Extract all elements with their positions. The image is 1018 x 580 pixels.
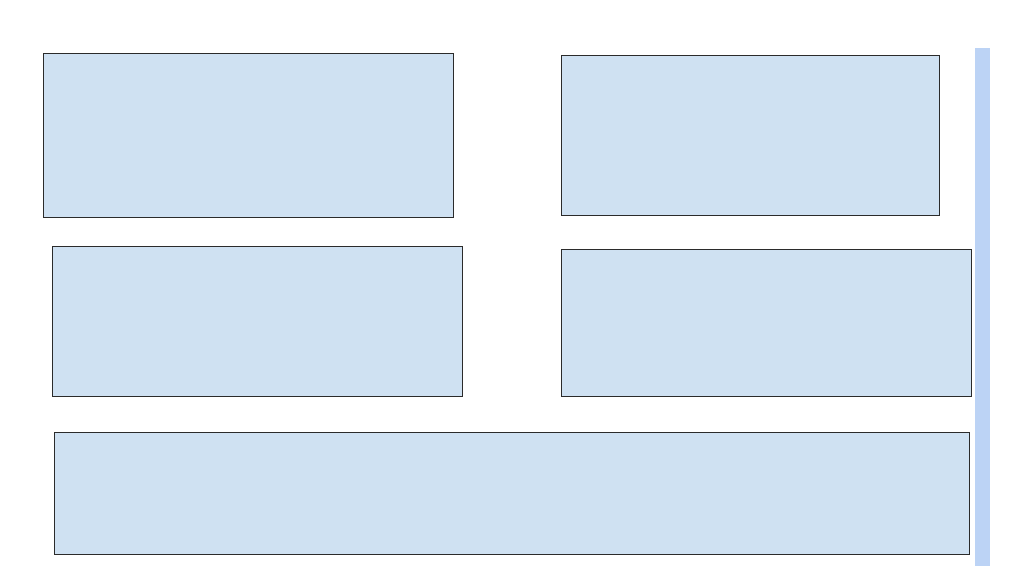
vertical-scrollbar[interactable] [975, 48, 990, 566]
panel-top-right [561, 55, 940, 216]
panel-top-left [43, 53, 454, 218]
panel-middle-right [561, 249, 972, 397]
panel-middle-left [52, 246, 463, 397]
panel-bottom-wide [54, 432, 970, 555]
